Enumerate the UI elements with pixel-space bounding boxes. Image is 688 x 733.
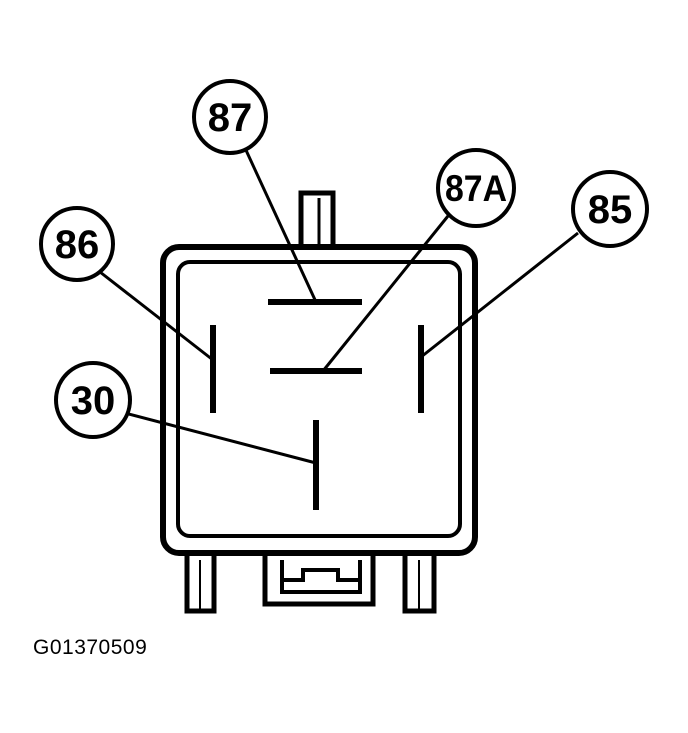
terminal-label-86: 86 bbox=[55, 223, 100, 267]
callout-circle-87a bbox=[436, 148, 516, 228]
callout-circle-85 bbox=[571, 170, 649, 248]
terminal-label-87a: 87A bbox=[445, 168, 507, 209]
figure-code: G01370509 bbox=[33, 636, 148, 659]
relay-body-outer bbox=[160, 244, 478, 556]
callout-87a: 87A bbox=[436, 148, 516, 228]
callout-30: 30 bbox=[54, 361, 132, 439]
callout-circle-87 bbox=[192, 79, 268, 155]
relay-body-inner bbox=[176, 260, 462, 538]
bottom-latch-outer bbox=[262, 553, 376, 607]
callout-circle-30 bbox=[54, 361, 132, 439]
leader-line-86 bbox=[99, 270, 214, 362]
leader-line-87a bbox=[321, 215, 450, 372]
terminal-label-30: 30 bbox=[71, 379, 116, 423]
callout-85: 85 bbox=[571, 170, 649, 248]
callout-87: 87 bbox=[192, 79, 268, 155]
terminal-label-85: 85 bbox=[588, 188, 633, 232]
terminal-label-87: 87 bbox=[208, 96, 253, 140]
callout-86: 86 bbox=[39, 206, 115, 282]
bottom-latch-notch bbox=[282, 568, 360, 582]
connector-top-key bbox=[298, 190, 336, 248]
leader-line-30 bbox=[124, 411, 317, 465]
bottom-latch-inner bbox=[280, 560, 362, 594]
leader-line-87 bbox=[243, 147, 318, 303]
leader-line-85 bbox=[420, 231, 579, 359]
callout-circle-86 bbox=[39, 206, 115, 282]
